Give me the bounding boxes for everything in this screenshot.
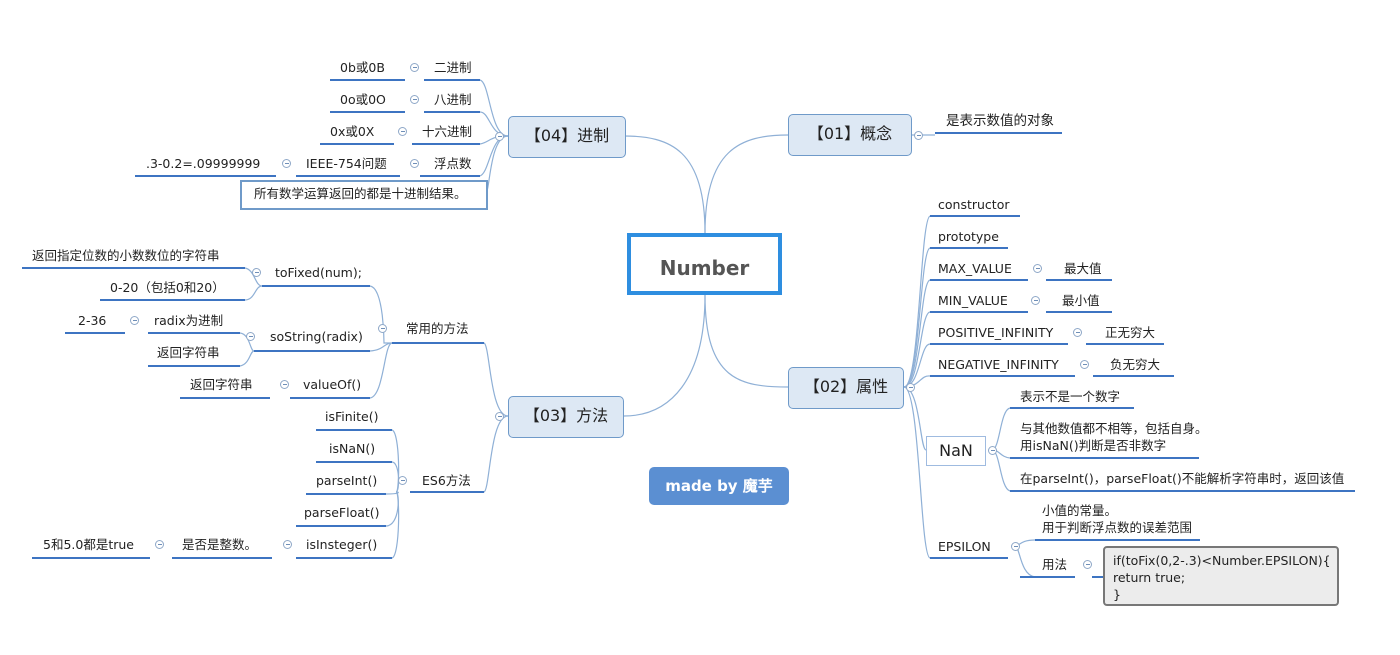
- radix-float[interactable]: 浮点数: [434, 156, 472, 171]
- collapse-icon[interactable]: [398, 476, 407, 485]
- collapse-icon[interactable]: [906, 383, 915, 392]
- epsilon-desc-1: 小值的常量。: [1042, 503, 1118, 518]
- collapse-icon[interactable]: [1011, 542, 1020, 551]
- branch-02-properties[interactable]: 【02】属性: [788, 367, 904, 409]
- max-value-desc: 最大值: [1064, 261, 1102, 276]
- float-issue[interactable]: IEEE-754问题: [306, 156, 387, 171]
- radix-range: 2-36: [78, 313, 107, 328]
- collapse-icon[interactable]: [378, 324, 387, 333]
- pos-inf-desc: 正无穷大: [1105, 325, 1156, 340]
- collapse-icon[interactable]: [246, 332, 255, 341]
- collapse-icon[interactable]: [282, 159, 291, 168]
- tofixed-desc: 返回指定位数的小数数位的字符串: [32, 248, 220, 263]
- collapse-icon[interactable]: [1073, 328, 1082, 337]
- collapse-icon[interactable]: [1031, 296, 1040, 305]
- collapse-icon[interactable]: [410, 63, 419, 72]
- epsilon-desc-2: 用于判断浮点数的误差范围: [1042, 520, 1193, 535]
- method-isnan[interactable]: isNaN(): [329, 441, 376, 456]
- tofixed-range: 0-20（包括0和20）: [110, 280, 225, 295]
- branch-04-radix[interactable]: 【04】进制: [508, 116, 626, 158]
- epsilon-usage[interactable]: 用法: [1042, 557, 1068, 572]
- method-valueof[interactable]: valueOf(): [303, 377, 362, 392]
- collapse-icon[interactable]: [410, 159, 419, 168]
- collapse-icon[interactable]: [410, 95, 419, 104]
- prop-epsilon[interactable]: EPSILON: [938, 539, 991, 554]
- collapse-icon[interactable]: [283, 540, 292, 549]
- prop-max-value[interactable]: MAX_VALUE: [938, 261, 1012, 276]
- code-line: }: [1113, 587, 1121, 602]
- oct-prefix: 0o或0O: [340, 92, 386, 107]
- method-isfinite[interactable]: isFinite(): [325, 409, 379, 424]
- collapse-icon[interactable]: [988, 446, 997, 455]
- concept-desc: 是表示数值的对象: [946, 113, 1054, 129]
- collapse-icon[interactable]: [398, 127, 407, 136]
- collapse-icon[interactable]: [130, 316, 139, 325]
- hex-prefix: 0x或0X: [330, 124, 375, 139]
- prop-constructor[interactable]: constructor: [938, 197, 1010, 212]
- collapse-icon[interactable]: [1033, 264, 1042, 273]
- branch-03-methods[interactable]: 【03】方法: [508, 396, 624, 438]
- nan-desc-2a: 与其他数值都不相等，包括自身。: [1020, 421, 1208, 436]
- neg-inf-desc: 负无穷大: [1110, 357, 1161, 372]
- branch-01-concept[interactable]: 【01】概念: [788, 114, 912, 156]
- root-node-number[interactable]: Number: [627, 233, 782, 295]
- isinteger-example: 5和5.0都是true: [43, 537, 134, 552]
- collapse-icon[interactable]: [155, 540, 164, 549]
- radix-oct[interactable]: 八进制: [434, 92, 472, 107]
- common-methods[interactable]: 常用的方法: [406, 321, 469, 336]
- code-line: if(toFix(0,2-.3)<Number.EPSILON){: [1113, 553, 1331, 568]
- radix-hex[interactable]: 十六进制: [422, 124, 473, 139]
- prop-min-value[interactable]: MIN_VALUE: [938, 293, 1008, 308]
- method-parsefloat[interactable]: parseFloat(): [304, 505, 380, 520]
- radix-param[interactable]: radix为进制: [154, 313, 224, 328]
- collapse-icon[interactable]: [914, 131, 923, 140]
- collapse-icon[interactable]: [1080, 360, 1089, 369]
- radix-bin[interactable]: 二进制: [434, 60, 472, 75]
- epsilon-code-box: if(toFix(0,2-.3)<Number.EPSILON){ return…: [1103, 546, 1339, 606]
- min-value-desc: 最小值: [1062, 293, 1100, 308]
- collapse-icon[interactable]: [252, 268, 261, 277]
- collapse-icon[interactable]: [1083, 560, 1092, 569]
- prop-positive-infinity[interactable]: POSITIVE_INFINITY: [938, 325, 1054, 340]
- prop-prototype[interactable]: prototype: [938, 229, 999, 244]
- nan-desc-2b: 用isNaN()判断是否非数字: [1020, 438, 1167, 453]
- prop-nan[interactable]: NaN: [926, 436, 986, 466]
- bin-prefix: 0b或0B: [340, 60, 385, 75]
- collapse-icon[interactable]: [495, 412, 504, 421]
- nan-desc-1: 表示不是一个数字: [1020, 389, 1121, 404]
- valueof-return: 返回字符串: [190, 377, 253, 392]
- nan-desc-3: 在parseInt()，parseFloat()不能解析字符串时，返回该值: [1020, 471, 1345, 486]
- prop-negative-infinity[interactable]: NEGATIVE_INFINITY: [938, 357, 1059, 372]
- collapse-icon[interactable]: [495, 132, 504, 141]
- code-line: return true;: [1113, 570, 1186, 585]
- tostring-return: 返回字符串: [157, 345, 220, 360]
- es6-methods[interactable]: ES6方法: [422, 473, 471, 488]
- method-isinteger[interactable]: isInsteger(): [306, 537, 378, 552]
- isinteger-desc[interactable]: 是否是整数。: [182, 537, 258, 552]
- method-tostring[interactable]: soString(radix): [270, 329, 363, 344]
- collapse-icon[interactable]: [280, 380, 289, 389]
- method-tofixed[interactable]: toFixed(num);: [275, 265, 362, 280]
- float-example: .3-0.2=.09999999: [146, 156, 261, 171]
- method-parseint[interactable]: parseInt(): [316, 473, 378, 488]
- radix-note: 所有数学运算返回的都是十进制结果。: [240, 180, 488, 210]
- radix-note-text: 所有数学运算返回的都是十进制结果。: [254, 186, 467, 201]
- credit-badge: made by 魔芋: [649, 467, 789, 505]
